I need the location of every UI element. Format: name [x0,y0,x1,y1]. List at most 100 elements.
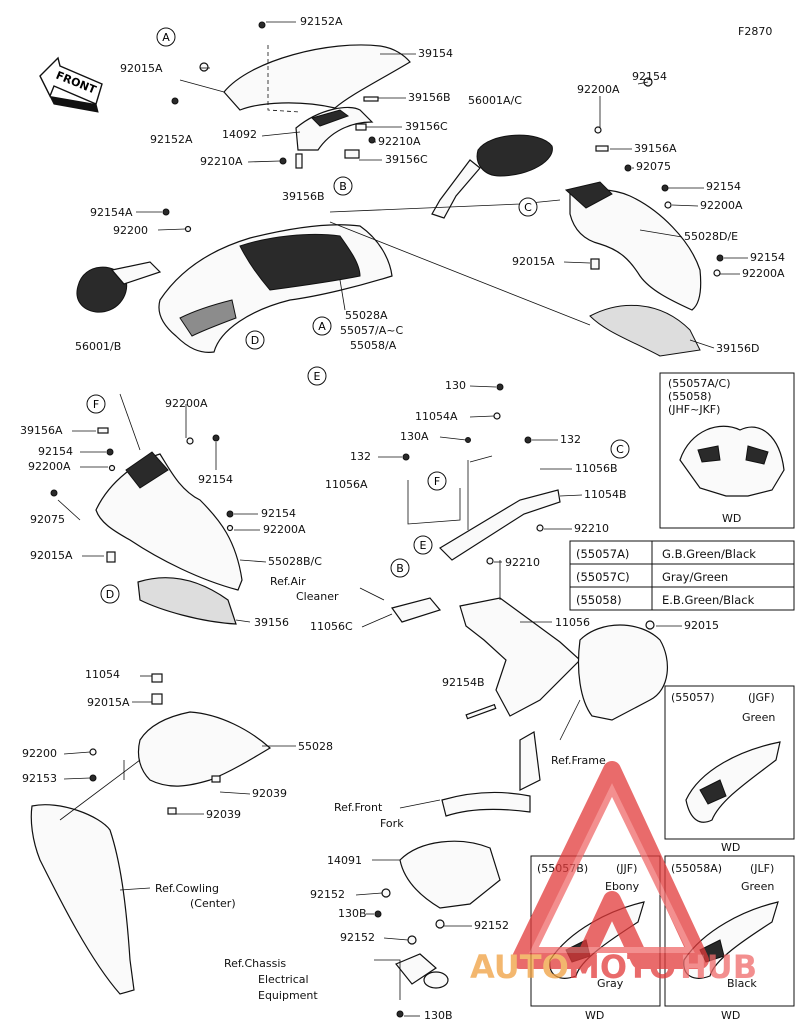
part-label: 55028D/E [684,230,738,243]
part-label: 92210 [574,522,609,535]
part-label: 92152 [474,919,509,932]
part-label: 92015A [87,696,130,709]
trim-strip-39156 [137,577,237,625]
part-label: 92152 [340,931,375,944]
part-label: 92210A [378,135,421,148]
part-label: 92015A [512,255,555,268]
part-label: 11056C [310,620,353,633]
callout-letter: D [251,334,259,347]
part-label: 92039 [252,787,287,800]
callout-circle-icon [307,366,327,386]
callout-letter: F [434,475,440,488]
callout-letter: E [314,370,321,383]
lower-cowl [137,711,272,787]
inset-jlf-footer: WD [721,1009,740,1022]
callout-circle-icon [156,27,176,47]
inset-jgf-code: (55057) [671,691,715,704]
windshield [179,44,411,113]
part-label: 92154 [750,251,785,264]
left-side-panel [95,451,243,591]
part-label: 11056 [555,616,590,629]
callout-letter: A [318,320,326,333]
inset-top-line-1: (55057A/C) [668,377,731,390]
part-label: 130A [400,430,429,443]
part-label: 130B [424,1009,453,1022]
callout-circle-icon [413,535,433,555]
inset-jlf-color-bottom: Black [727,977,757,990]
part-label: Ref.Frame [551,754,606,767]
part-label: 39156B [282,190,325,203]
part-label: 92015A [30,549,73,562]
callout-circle-icon [86,394,106,414]
callout-letter: A [162,31,170,44]
part-label: 55028B/C [268,555,322,568]
part-label: 39156C [405,120,448,133]
part-label: 92200A [28,460,71,473]
mirror-right [431,134,553,219]
callout-circle-icon [427,471,447,491]
callout-marker: E [307,366,327,386]
part-label: Ref.Front [334,801,383,814]
inset-jjf-footer: WD [585,1009,604,1022]
right-side-fairing [564,181,702,311]
callout-marker: F [86,394,106,414]
callout-marker: A [312,316,332,336]
part-label: 92200A [263,523,306,536]
part-label: 92015 [684,619,719,632]
part-label: 14092 [222,128,257,141]
page-code: F2870 [738,25,772,38]
callout-marker: C [610,439,630,459]
callout-letter: C [524,201,532,214]
part-label: 39154 [418,47,453,60]
callout-circle-icon [312,316,332,336]
color-table-color-1: G.B.Green/Black [662,547,756,561]
inset-jlf-code: (55058A) [671,862,722,875]
callout-circle-icon [333,176,353,196]
chassis-ref [395,953,449,989]
part-label: 11056A [325,478,368,491]
part-label: 92154 [261,507,296,520]
part-label: 130 [445,379,466,392]
inset-top-line-2: (55058) [668,390,712,403]
trim-strip-39156d [589,304,701,357]
watermark-text-auto: AUTO [470,948,569,986]
part-label: 92200A [742,267,785,280]
part-label: 92152 [310,888,345,901]
part-label: 92154 [38,445,73,458]
callout-marker: F [427,471,447,491]
callout-letter: D [106,588,114,601]
part-label: 39156D [716,342,759,355]
part-label: 39156B [408,91,451,104]
callout-marker: E [413,535,433,555]
part-label: 92210 [505,556,540,569]
inset-top-line-3: (JHF~JKF) [668,403,720,416]
inset-jjf-color-bottom: Gray [597,977,624,990]
part-label: Fork [380,817,404,830]
inset-jgf-color: Green [742,711,775,724]
callout-marker: D [100,584,120,604]
part-label: Ref.Cowling [155,882,219,895]
color-table-code-1: (55057A) [576,547,629,561]
part-label: 92153 [22,772,57,785]
watermark-text-moto: MOTO [568,948,676,986]
part-label: Electrical [258,973,309,986]
meter-bracket-14091 [399,840,501,909]
part-label: 132 [350,450,371,463]
fasteners [50,21,724,1018]
part-label: 55028A [345,309,388,322]
front-fork [441,731,541,817]
part-label: 39156A [20,424,63,437]
callout-marker: A [156,27,176,47]
part-label: 11056B [575,462,618,475]
callout-circle-icon [100,584,120,604]
part-label: 92075 [30,513,65,526]
callout-circle-icon [245,330,265,350]
part-label: 39156A [634,142,677,155]
part-label: 92154A [90,206,133,219]
part-label: 92154B [442,676,485,689]
mirror-left [76,261,162,313]
part-label: 11054 [85,668,120,681]
